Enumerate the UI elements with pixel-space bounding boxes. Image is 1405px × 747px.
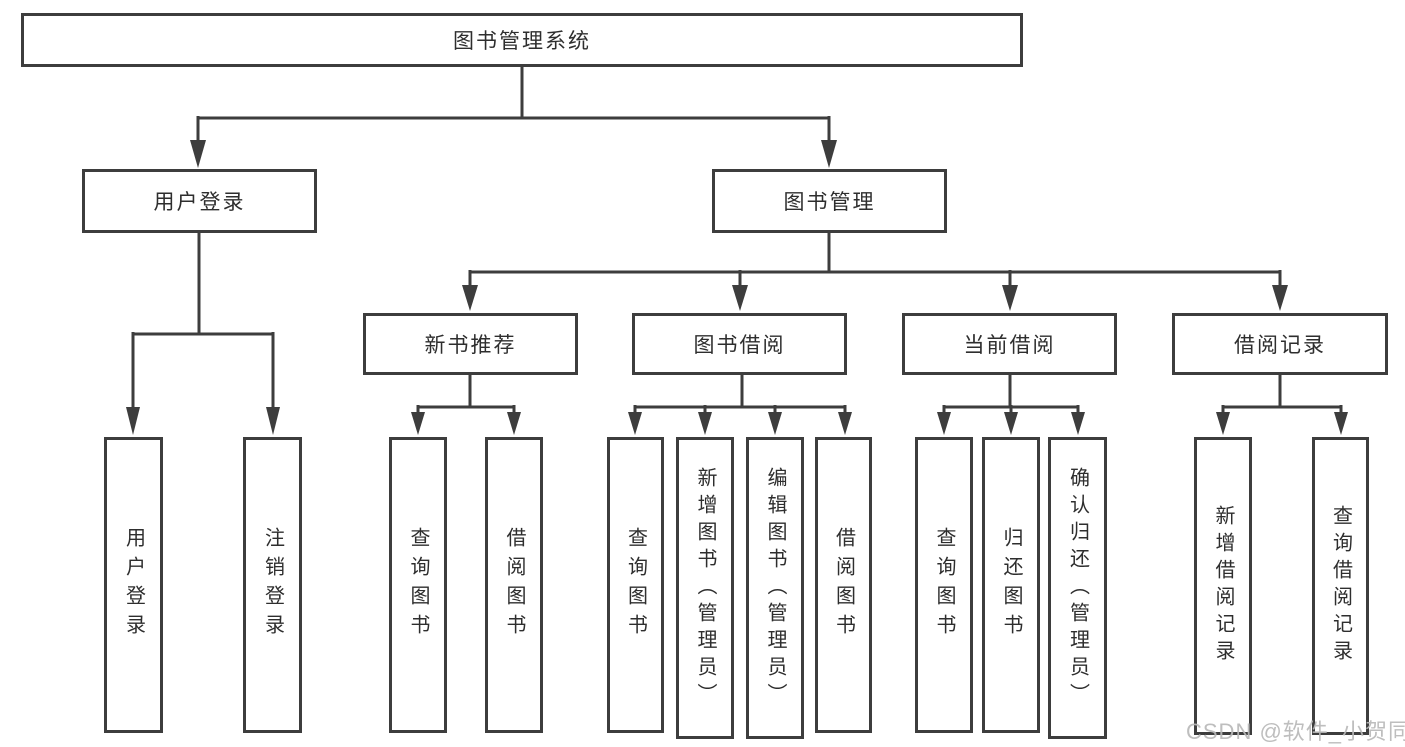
node-label: 查询图书 [624,527,647,643]
node-leaf-add-borrow-record: 新增借阅记录 [1194,437,1252,735]
node-borrow-record: 借阅记录 [1172,313,1388,375]
node-label: 注销登录 [261,527,284,643]
node-label: 查询图书 [933,527,955,643]
node-leaf-borrow-books: 借阅图书 [485,437,543,733]
node-label: 借阅记录 [1234,334,1326,357]
node-label: 图书管理系统 [453,30,591,53]
node-leaf-add-books-admin: 新增图书（管理员） [676,437,734,739]
node-label: 新增图书（管理员） [694,466,716,710]
node-leaf-borrow-books: 借阅图书 [815,437,872,733]
node-label: 用户登录 [122,527,145,643]
node-label: 借阅图书 [832,527,855,643]
node-leaf-edit-books-admin: 编辑图书（管理员） [746,437,804,739]
node-leaf-user-login: 用户登录 [104,437,163,733]
csdn-watermark: CSDN @软件_小贺同学 [1186,719,1405,744]
node-user-login: 用户登录 [82,169,317,233]
node-label: 编辑图书（管理员） [764,466,786,710]
node-label: 查询借阅记录 [1329,505,1352,667]
node-new-book-recommend: 新书推荐 [363,313,578,375]
node-label: 借阅图书 [503,527,525,643]
node-leaf-query-borrow-record: 查询借阅记录 [1312,437,1369,735]
node-leaf-logout-login: 注销登录 [243,437,302,733]
node-current-borrow: 当前借阅 [902,313,1117,375]
node-book-borrow: 图书借阅 [632,313,847,375]
node-leaf-query-books: 查询图书 [915,437,973,733]
node-label: 用户登录 [153,191,246,214]
node-leaf-query-books: 查询图书 [389,437,447,733]
node-leaf-return-books: 归还图书 [982,437,1040,733]
node-label: 查询图书 [407,527,429,643]
node-label: 归还图书 [1000,527,1022,643]
node-label: 新增借阅记录 [1212,505,1234,667]
node-label: 当前借阅 [963,334,1056,357]
node-label: 图书管理 [783,191,876,214]
node-label: 确认归还（管理员） [1066,466,1089,710]
node-leaf-query-books: 查询图书 [607,437,664,733]
node-leaf-confirm-return-admin: 确认归还（管理员） [1048,437,1107,739]
node-book-management: 图书管理 [712,169,947,233]
node-label: 图书借阅 [693,334,786,357]
node-label: 新书推荐 [424,334,517,357]
node-root-library-system: 图书管理系统 [21,13,1023,67]
